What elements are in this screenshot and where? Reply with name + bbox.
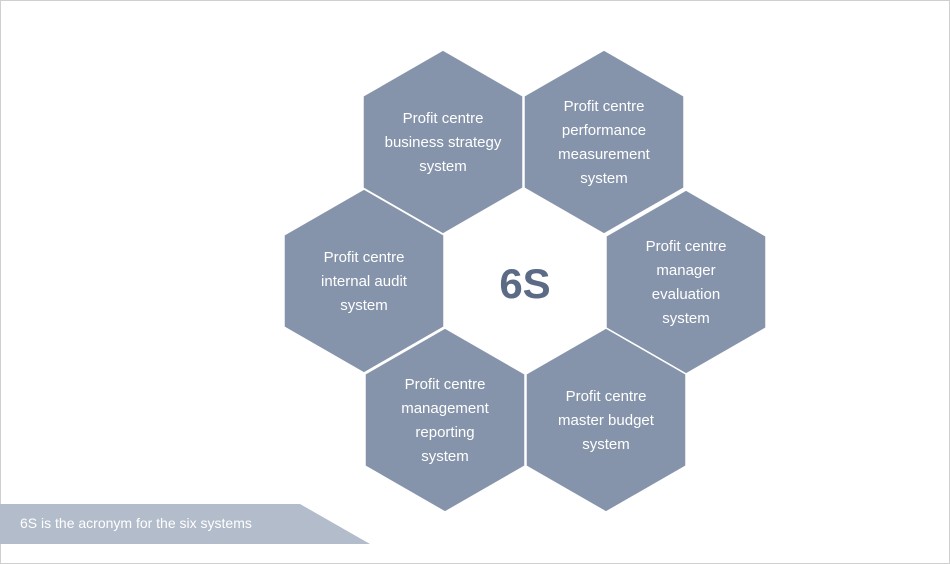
- hexagon-top-left: Profit centre business strategy system: [362, 49, 524, 235]
- hexagon-label-line: Profit centre: [324, 249, 405, 266]
- hexagon-label-line: Profit centre: [646, 238, 727, 255]
- hexagon-left: Profit centre internal audit system: [283, 188, 445, 374]
- caption-banner: [0, 504, 370, 544]
- hexagon-label-line: evaluation: [652, 286, 720, 303]
- hexagon-label-line: Profit centre: [403, 110, 484, 127]
- hexagon-label-line: system: [582, 436, 630, 453]
- caption-text: 6S is the acronym for the six systems: [20, 515, 252, 531]
- hexagon-label-line: system: [580, 170, 628, 187]
- hexagon-shape: [525, 327, 687, 513]
- hexagon-label-line: system: [662, 310, 710, 327]
- hexagon-bottom-left: Profit centre management reporting system: [364, 327, 526, 513]
- hexagon-label-line: performance: [562, 122, 646, 139]
- hexagon-shape: [523, 49, 685, 235]
- hexagon-label-line: measurement: [558, 146, 651, 163]
- center-label-6s: 6S: [499, 260, 550, 307]
- hexagon-right: Profit centre manager evaluation system: [605, 189, 767, 375]
- hexagon-label-line: reporting: [415, 424, 474, 441]
- hexagon-label-line: system: [421, 448, 469, 465]
- hexagon-label-line: management: [401, 400, 489, 417]
- hexagon-label-line: Profit centre: [566, 388, 647, 405]
- hexagon-label-line: Profit centre: [405, 376, 486, 393]
- hexagon-label-line: Profit centre: [564, 98, 645, 115]
- hexagon-label-line: system: [419, 158, 467, 175]
- hexagon-label-line: manager: [656, 262, 715, 279]
- hexagon-shape: [283, 188, 445, 374]
- hexagon-label-line: system: [340, 297, 388, 314]
- hexagon-top-right: Profit centre performance measurement syste…: [523, 49, 685, 235]
- hexagon-shape: [364, 327, 526, 513]
- hexagon-bottom-right: Profit centre master budget system: [525, 327, 687, 513]
- hexagon-label-line: internal audit: [321, 273, 408, 290]
- hexagon-label-line: business strategy: [385, 134, 502, 151]
- hexagon-label-line: master budget: [558, 412, 655, 429]
